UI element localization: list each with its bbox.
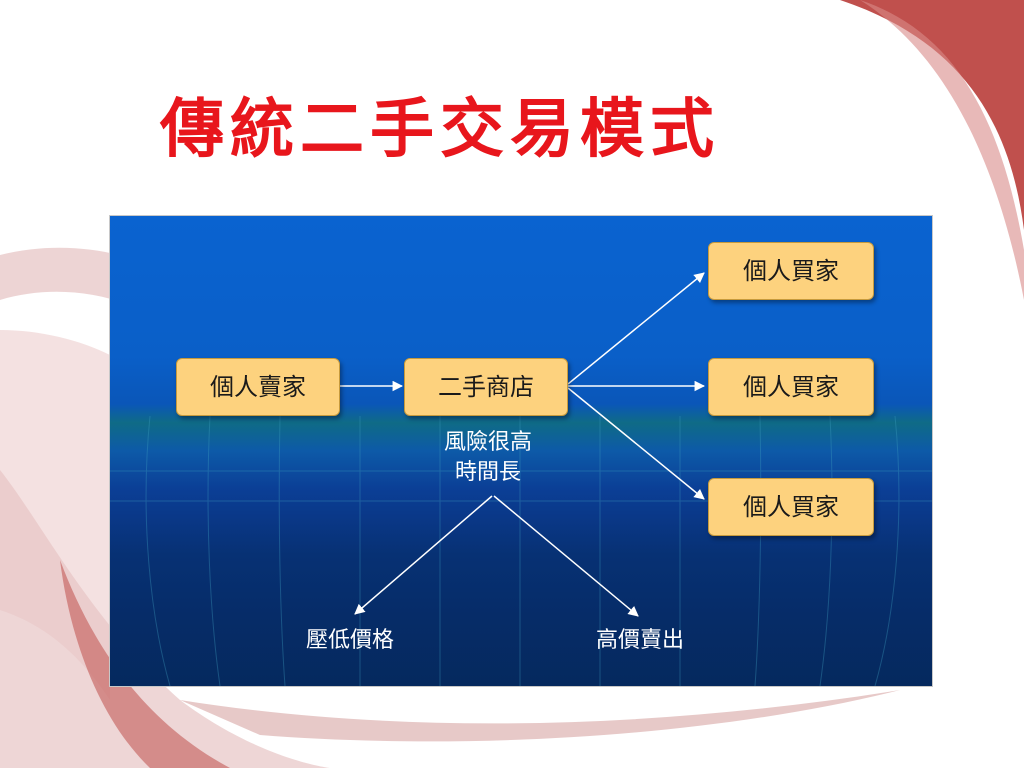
arrow-to-lower-price [354, 495, 493, 615]
seller-box: 個人賣家 [176, 358, 340, 416]
arrow-shop-to-buyer-bottom [567, 387, 705, 500]
diagram-panel: 個人賣家 二手商店 個人買家 個人買家 個人買家 風險很高 時間長 壓低價格 高… [109, 215, 933, 687]
diagram-connectors [110, 272, 932, 686]
buyer-box: 個人買家 [708, 242, 874, 300]
arrow-to-higher-price [493, 495, 639, 617]
buyer-box: 個人買家 [708, 358, 874, 416]
higher-price-label: 高價賣出 [595, 628, 684, 653]
risk-label-line1: 風險很高 [443, 430, 532, 455]
shop-box: 二手商店 [404, 358, 568, 416]
arrow-shop-to-buyer-top [567, 272, 705, 385]
risk-label: 風險很高 時間長 [428, 428, 548, 488]
globe-grid [110, 415, 932, 686]
risk-label-line2: 時間長 [454, 460, 521, 485]
lower-price-label: 壓低價格 [305, 628, 394, 653]
page-title: 傳統二手交易模式 [160, 93, 720, 167]
buyer-box: 個人買家 [708, 478, 874, 536]
